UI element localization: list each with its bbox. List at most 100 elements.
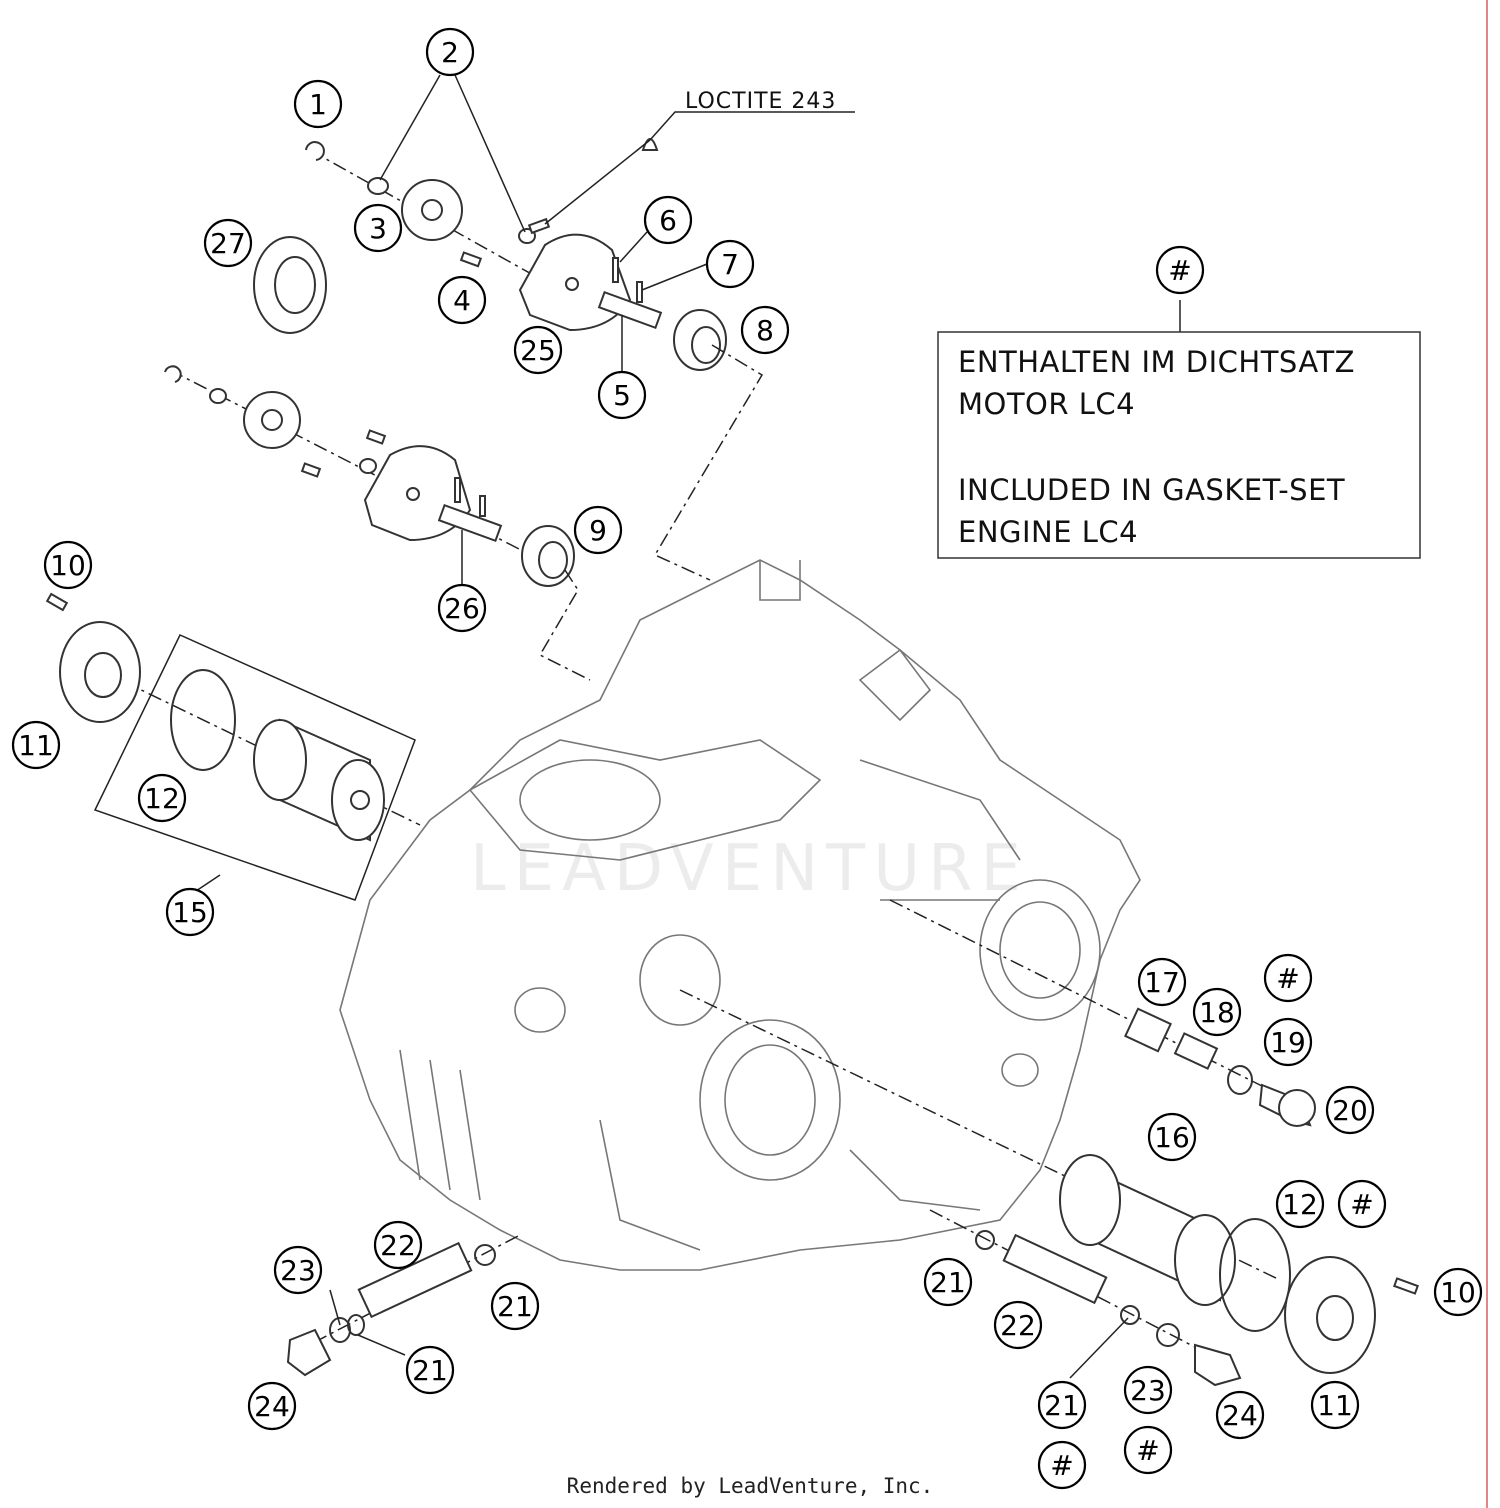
footer-credit: Rendered by LeadVenture, Inc. [566, 1474, 934, 1498]
svg-text:22: 22 [380, 1229, 416, 1262]
loctite-callout: LOCTITE 243 [685, 89, 836, 114]
label-3: 3 [353, 203, 403, 253]
oil-pump-lower [164, 365, 575, 587]
svg-text:6: 6 [659, 204, 677, 237]
svg-text:10: 10 [1440, 1276, 1476, 1309]
gear-3 [401, 179, 463, 241]
svg-text:#: # [1136, 1434, 1159, 1467]
gasket-set-note: ENTHALTEN IM DICHTSATZ MOTOR LC4 INCLUDE… [937, 331, 1421, 559]
label-20: 20 [1325, 1085, 1375, 1135]
svg-text:5: 5 [613, 379, 631, 412]
label-19: 19 [1263, 1017, 1313, 1067]
label-16: 16 [1147, 1112, 1197, 1162]
oil-pump-upper [253, 138, 727, 371]
label-hash-note: # [1155, 245, 1205, 295]
label-hash-12: # [1337, 1179, 1387, 1229]
label-22-right: 22 [993, 1300, 1043, 1350]
svg-text:7: 7 [721, 248, 739, 281]
label-hash-19: # [1263, 953, 1313, 1003]
note-line-3: INCLUDED IN GASKET-SET [958, 473, 1345, 507]
callout-labels: 1 2 27 3 4 25 6 7 8 5 9 26 10 11 12 15 #… [11, 27, 1483, 1490]
label-21-a: 21 [923, 1257, 973, 1307]
flow-line-8 [653, 344, 764, 581]
label-11-left: 11 [11, 720, 61, 770]
svg-text:10: 10 [50, 549, 86, 582]
label-15: 15 [165, 887, 215, 937]
svg-text:15: 15 [172, 896, 208, 929]
svg-text:26: 26 [444, 592, 480, 625]
svg-text:9: 9 [589, 514, 607, 547]
note-line-4: ENGINE LC4 [958, 515, 1138, 549]
svg-text:1: 1 [309, 88, 327, 121]
label-23-left: 23 [273, 1245, 323, 1295]
svg-text:12: 12 [144, 782, 180, 815]
svg-text:19: 19 [1270, 1026, 1306, 1059]
svg-text:21: 21 [1044, 1389, 1080, 1422]
svg-text:11: 11 [1317, 1389, 1353, 1422]
label-2: 2 [425, 27, 475, 77]
label-hash-21: # [1037, 1440, 1087, 1490]
page-edge-marker [1486, 0, 1488, 1508]
label-5: 5 [597, 370, 647, 420]
label-21-c: 21 [490, 1281, 540, 1331]
svg-text:#: # [1350, 1188, 1373, 1221]
svg-text:#: # [1050, 1449, 1073, 1482]
svg-text:2: 2 [441, 36, 459, 69]
svg-text:23: 23 [1130, 1374, 1166, 1407]
oil-filter-left [45, 592, 421, 901]
svg-text:21: 21 [930, 1266, 966, 1299]
label-24-left: 24 [247, 1381, 297, 1431]
label-24-right: 24 [1215, 1390, 1265, 1440]
label-10-right: 10 [1433, 1267, 1483, 1317]
svg-text:3: 3 [369, 212, 387, 245]
svg-text:18: 18 [1199, 996, 1235, 1029]
label-21-b: 21 [1037, 1380, 1087, 1430]
svg-text:4: 4 [453, 284, 471, 317]
svg-text:20: 20 [1332, 1094, 1368, 1127]
label-25: 25 [513, 325, 563, 375]
svg-text:8: 8 [756, 314, 774, 347]
note-line-2: MOTOR LC4 [958, 387, 1135, 421]
leader-lines [189, 74, 1181, 1379]
label-9: 9 [573, 505, 623, 555]
svg-text:#: # [1168, 254, 1191, 287]
svg-text:21: 21 [497, 1290, 533, 1323]
svg-text:17: 17 [1144, 966, 1180, 999]
flow-line-9 [538, 569, 591, 681]
watermark: LEADVENTURE [470, 832, 1029, 906]
label-27: 27 [203, 218, 253, 268]
svg-text:#: # [1276, 962, 1299, 995]
label-11-right: 11 [1310, 1380, 1360, 1430]
label-4: 4 [437, 275, 487, 325]
label-22-left: 22 [373, 1220, 423, 1270]
label-12-right: 12 [1275, 1179, 1325, 1229]
svg-text:21: 21 [412, 1354, 448, 1387]
label-18: 18 [1192, 987, 1242, 1037]
label-7: 7 [705, 239, 755, 289]
svg-text:12: 12 [1282, 1188, 1318, 1221]
gear-27 [253, 236, 327, 334]
svg-text:24: 24 [1222, 1399, 1258, 1432]
svg-text:22: 22 [1000, 1309, 1036, 1342]
engine-crankcase [339, 559, 1141, 1271]
oil-filter-right [679, 899, 1419, 1374]
note-line-1: ENTHALTEN IM DICHTSATZ [958, 345, 1355, 379]
label-6: 6 [643, 195, 693, 245]
svg-text:16: 16 [1154, 1121, 1190, 1154]
svg-text:11: 11 [18, 729, 54, 762]
label-1: 1 [293, 79, 343, 129]
screen-filter-right [929, 1209, 1242, 1387]
rotor-8 [673, 309, 727, 371]
svg-text:23: 23 [280, 1254, 316, 1287]
svg-text:24: 24 [254, 1390, 290, 1423]
svg-text:25: 25 [520, 334, 556, 367]
label-12-left: 12 [137, 773, 187, 823]
label-23-right: 23 [1123, 1365, 1173, 1415]
label-26: 26 [437, 583, 487, 633]
label-8: 8 [740, 305, 790, 355]
label-21-d: 21 [405, 1345, 455, 1395]
svg-text:27: 27 [210, 227, 246, 260]
label-10-left: 10 [43, 540, 93, 590]
label-hash-23: # [1123, 1425, 1173, 1475]
